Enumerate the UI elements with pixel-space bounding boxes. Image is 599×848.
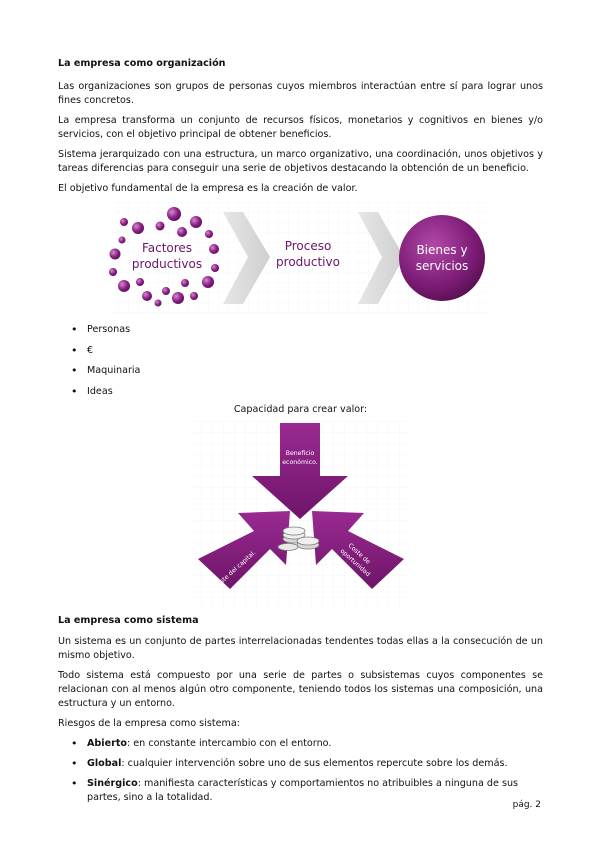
chevron-arrow-icon (358, 212, 404, 304)
list-item: € (58, 341, 543, 362)
paragraph: El objetivo fundamental de la empresa es… (58, 183, 358, 194)
list-item: Ideas (58, 382, 543, 403)
arrow-up-right-icon (198, 511, 290, 589)
term: Global (87, 758, 122, 769)
value-chain-diagram: Factores productivos Proceso productivo … (109, 202, 488, 314)
definition: : en constante intercambio con el entorn… (127, 738, 332, 749)
section-title-organizacion: La empresa como organización (58, 58, 226, 69)
bienes-circle (399, 215, 485, 301)
arrow-down-icon (252, 423, 348, 519)
figure-caption: Capacidad para crear valor: (233, 404, 368, 415)
paragraph: Sistema jerarquizado con una estructura,… (58, 149, 543, 174)
paragraph: Un sistema es un conjunto de partes inte… (58, 636, 543, 661)
bienes-label: Bienes y (416, 243, 467, 257)
list-item: Abierto: en constante intercambio con el… (58, 737, 543, 751)
definition: : cualquier intervención sobre uno de su… (121, 758, 508, 769)
factores-label: Factores (142, 241, 192, 255)
list-item: Personas (58, 320, 543, 341)
beneficio-label: Beneficio (286, 450, 315, 457)
paragraph: Riesgos de la empresa como sistema: (58, 718, 240, 729)
page-number: pág. 2 (512, 800, 541, 810)
proceso-label: Proceso (285, 239, 332, 253)
page-content: La empresa como organización Las organiz… (58, 58, 543, 811)
paragraph: Las organizaciones son grupos de persona… (58, 81, 543, 106)
chevron-arrow-icon (223, 212, 270, 304)
term: Sinérgico (87, 778, 138, 789)
list-item: Maquinaria (58, 361, 543, 382)
list-item: Global: cualquier intervención sobre uno… (58, 757, 543, 771)
list-item: Sinérgico: manifiesta características y … (58, 777, 543, 805)
beneficio-label-2: económico. (282, 458, 318, 466)
bienes-label-2: servicios (416, 259, 469, 273)
arrow-up-left-icon (312, 511, 404, 589)
value-creation-diagram: Beneficio económico. Coste del capital. … (194, 421, 407, 607)
term: Abierto (87, 738, 127, 749)
factores-label-2: productivos (132, 257, 202, 271)
coins-icon (277, 526, 320, 552)
resources-list: Personas € Maquinaria Ideas (58, 320, 543, 402)
section-title-sistema: La empresa como sistema (58, 615, 199, 626)
resource-dots (109, 207, 219, 307)
paragraph: La empresa transforma un conjunto de rec… (58, 115, 543, 140)
paragraph: Todo sistema está compuesto por una seri… (58, 670, 543, 709)
definition: : manifiesta características y comportam… (87, 778, 519, 803)
proceso-label-2: productivo (276, 255, 340, 269)
risks-list: Abierto: en constante intercambio con el… (58, 737, 543, 805)
